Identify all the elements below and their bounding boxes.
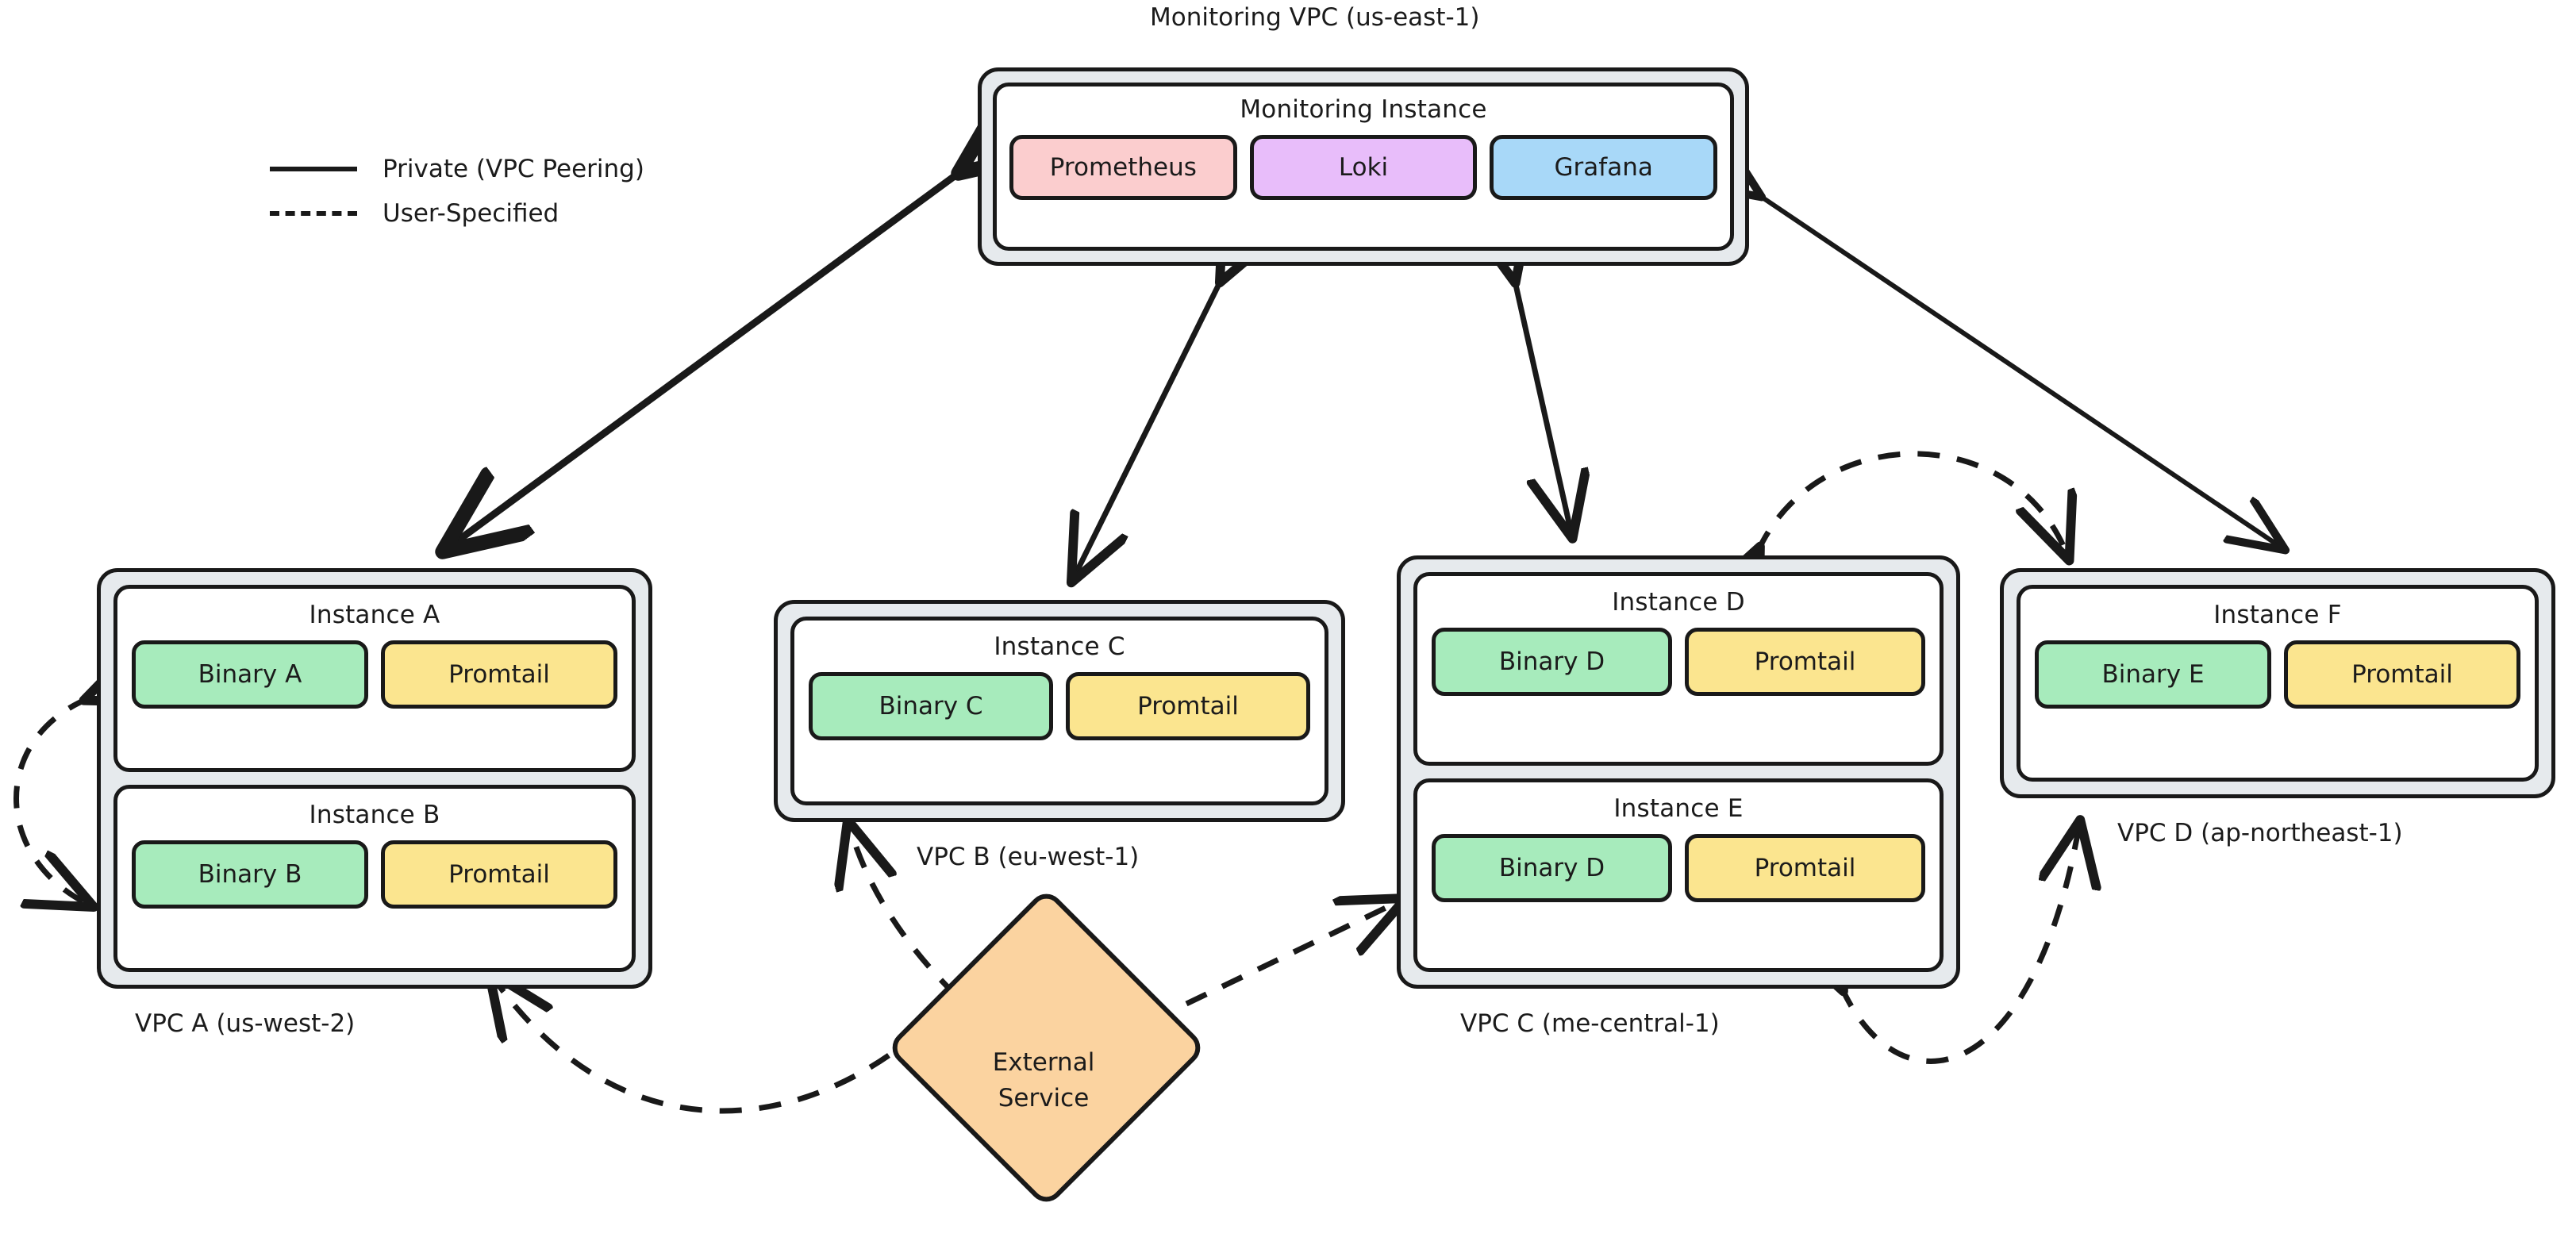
instance-f[interactable]: Instance F Binary E Promtail xyxy=(2017,585,2539,782)
component-loki[interactable]: Loki xyxy=(1249,134,1478,200)
instance-c[interactable]: Instance C Binary C Promtail xyxy=(790,617,1328,805)
component-promtail-instance-c[interactable]: Promtail xyxy=(1066,671,1310,740)
component-promtail-instance-a[interactable]: Promtail xyxy=(381,640,617,709)
component-prometheus[interactable]: Prometheus xyxy=(1009,134,1237,200)
external-service-node[interactable]: External Service xyxy=(877,886,1210,1216)
monitoring-component-row: Prometheus Loki Grafana xyxy=(1009,134,1718,200)
component-binary-d-instance-d[interactable]: Binary D xyxy=(1432,627,1672,696)
legend-label-user-specified: User-Specified xyxy=(383,199,559,228)
vpc-c-label: VPC C (me-central-1) xyxy=(1460,1009,1720,1038)
dashed-line-icon xyxy=(270,211,357,216)
component-promtail-instance-b[interactable]: Promtail xyxy=(381,840,617,909)
edge-external-to-vpc-c xyxy=(1185,901,1401,1007)
component-binary-d-instance-e[interactable]: Binary D xyxy=(1432,833,1672,902)
legend-item-private: Private (VPC Peering) xyxy=(270,147,644,191)
component-binary-c[interactable]: Binary C xyxy=(809,671,1053,740)
legend-label-private: Private (VPC Peering) xyxy=(383,155,644,183)
external-service-diamond xyxy=(885,886,1208,1209)
instance-e-title: Instance E xyxy=(1613,794,1744,823)
vpc-b-container[interactable]: Instance C Binary C Promtail xyxy=(774,600,1345,822)
component-grafana[interactable]: Grafana xyxy=(1490,134,1718,200)
vpc-c-container[interactable]: Instance D Binary D Promtail Instance E … xyxy=(1397,555,1960,989)
instance-e[interactable]: Instance E Binary D Promtail xyxy=(1413,778,1944,972)
edge-external-to-vpc-a xyxy=(492,976,890,1114)
component-promtail-instance-f[interactable]: Promtail xyxy=(2284,640,2520,709)
component-binary-a[interactable]: Binary A xyxy=(132,640,368,709)
instance-c-title: Instance C xyxy=(994,632,1125,661)
instance-c-component-row: Binary C Promtail xyxy=(809,671,1310,740)
instance-f-title: Instance F xyxy=(2213,601,2342,629)
vpc-a-label: VPC A (us-west-2) xyxy=(135,1009,356,1038)
edge-monitoring-to-vpc-c xyxy=(1514,278,1571,533)
instance-b-title: Instance B xyxy=(309,801,440,829)
instance-a-component-row: Binary A Promtail xyxy=(132,640,617,709)
instance-d[interactable]: Instance D Binary D Promtail xyxy=(1413,572,1944,766)
instance-a-title: Instance A xyxy=(309,601,440,629)
component-binary-b[interactable]: Binary B xyxy=(132,840,368,909)
instance-b-component-row: Binary B Promtail xyxy=(132,840,617,909)
monitoring-vpc-container[interactable]: Monitoring Instance Prometheus Loki Graf… xyxy=(978,67,1749,266)
instance-a[interactable]: Instance A Binary A Promtail xyxy=(113,585,636,772)
component-promtail-instance-e[interactable]: Promtail xyxy=(1685,833,1925,902)
monitoring-vpc-label: Monitoring VPC (us-east-1) xyxy=(1150,3,1480,32)
vpc-a-container[interactable]: Instance A Binary A Promtail Instance B … xyxy=(97,568,652,989)
component-binary-e[interactable]: Binary E xyxy=(2035,640,2271,709)
component-promtail-instance-d[interactable]: Promtail xyxy=(1685,627,1925,696)
solid-line-icon xyxy=(270,167,357,171)
vpc-d-label: VPC D (ap-northeast-1) xyxy=(2117,819,2403,847)
instance-d-title: Instance D xyxy=(1612,588,1745,617)
instance-b[interactable]: Instance B Binary B Promtail xyxy=(113,785,636,972)
legend-item-user-specified: User-Specified xyxy=(270,191,644,236)
edge-monitoring-to-vpc-b xyxy=(1074,278,1222,578)
edge-vpc-a-self-loop xyxy=(13,698,90,905)
vpc-b-label: VPC B (eu-west-1) xyxy=(917,843,1140,871)
edge-monitoring-to-vpc-d xyxy=(1758,194,2282,548)
instance-e-component-row: Binary D Promtail xyxy=(1432,833,1925,902)
edge-vpc-c-to-vpc-d-upper xyxy=(1758,451,2067,555)
monitoring-instance-title: Monitoring Instance xyxy=(1240,95,1487,124)
legend: Private (VPC Peering) User-Specified xyxy=(270,147,644,236)
instance-f-component-row: Binary E Promtail xyxy=(2035,640,2520,709)
monitoring-instance[interactable]: Monitoring Instance Prometheus Loki Graf… xyxy=(993,83,1734,251)
vpc-d-container[interactable]: Instance F Binary E Promtail xyxy=(2000,568,2555,798)
instance-d-component-row: Binary D Promtail xyxy=(1432,627,1925,696)
